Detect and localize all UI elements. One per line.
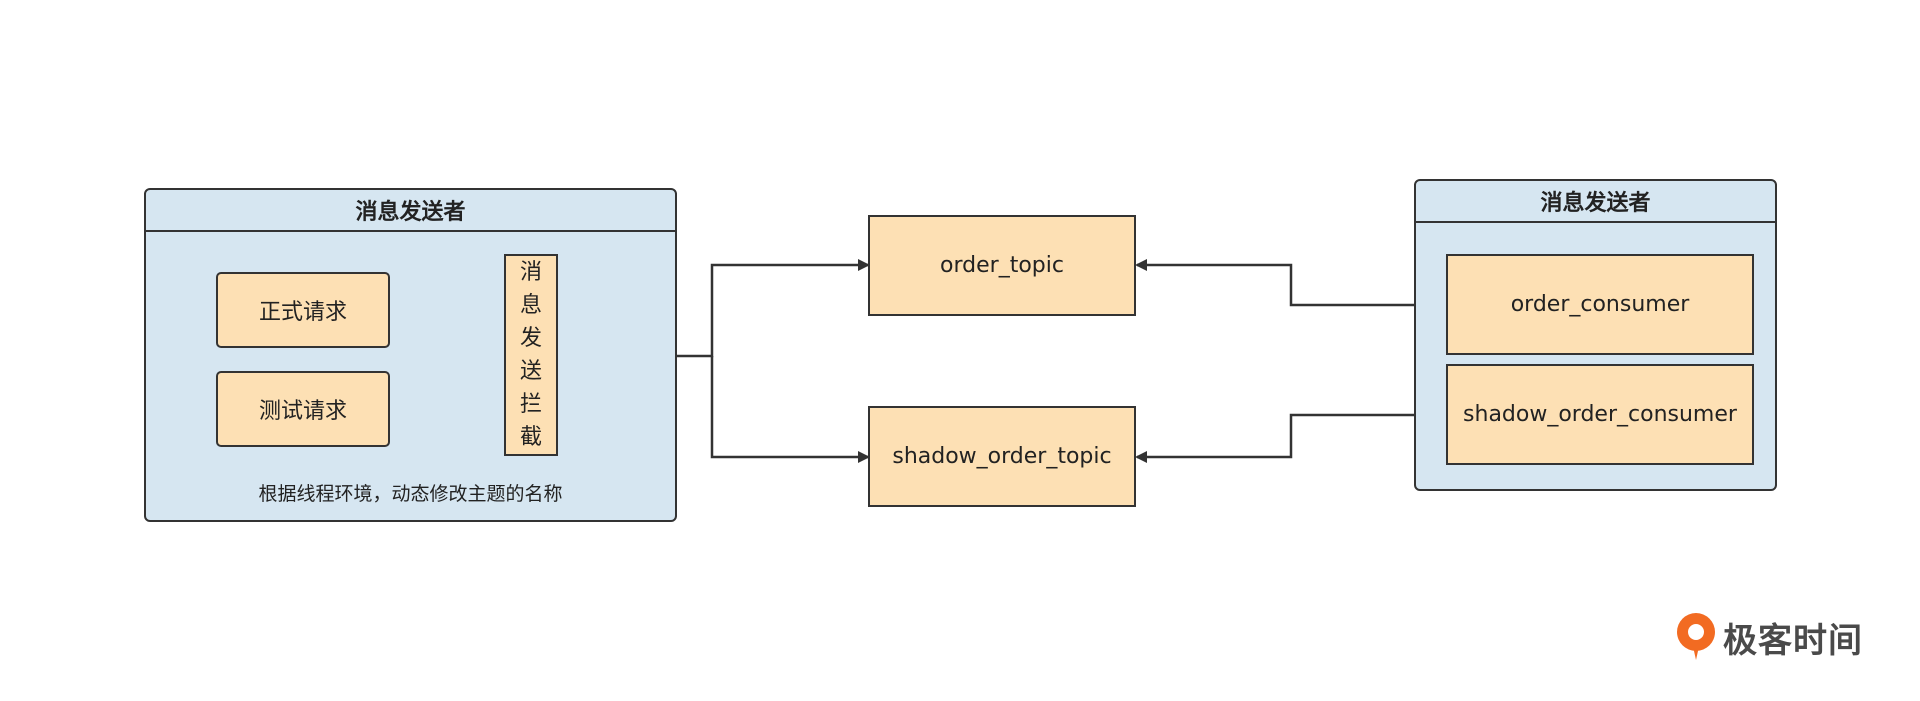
edge-consumer-to-order-topic	[1135, 259, 1447, 307]
order-consumer-node: order_consumer	[1446, 254, 1754, 355]
interceptor-node: 消息发送拦截	[504, 254, 558, 456]
interceptor-char: 息	[519, 293, 542, 318]
interceptor-char: 消	[519, 260, 542, 285]
geektime-logo-icon	[1677, 613, 1715, 660]
sender-group-right-title: 消息发送者	[1416, 181, 1775, 223]
interceptor-char: 送	[519, 359, 542, 384]
interceptor-char: 发	[519, 326, 542, 351]
sender-group-left-title: 消息发送者	[146, 190, 675, 232]
interceptor-char: 拦	[519, 392, 542, 417]
prod-request-node: 正式请求	[216, 272, 390, 348]
test-request-node: 测试请求	[216, 371, 390, 447]
sender-group-left: 消息发送者	[144, 188, 677, 522]
interceptor-char: 截	[519, 425, 542, 450]
shadow-order-consumer-node: shadow_order_consumer	[1446, 364, 1754, 465]
edge-interceptor-to-shadow-topic	[710, 356, 870, 463]
shadow-order-topic-node: shadow_order_topic	[868, 406, 1136, 507]
left-group-caption: 根据线程环境，动态修改主题的名称	[258, 483, 563, 505]
logo-text: 极客时间	[1723, 620, 1863, 661]
edge-shadow-consumer-to-shadow-topic	[1135, 413, 1447, 463]
order-topic-node: order_topic	[868, 215, 1136, 316]
logo: 极客时间	[1675, 612, 1863, 662]
